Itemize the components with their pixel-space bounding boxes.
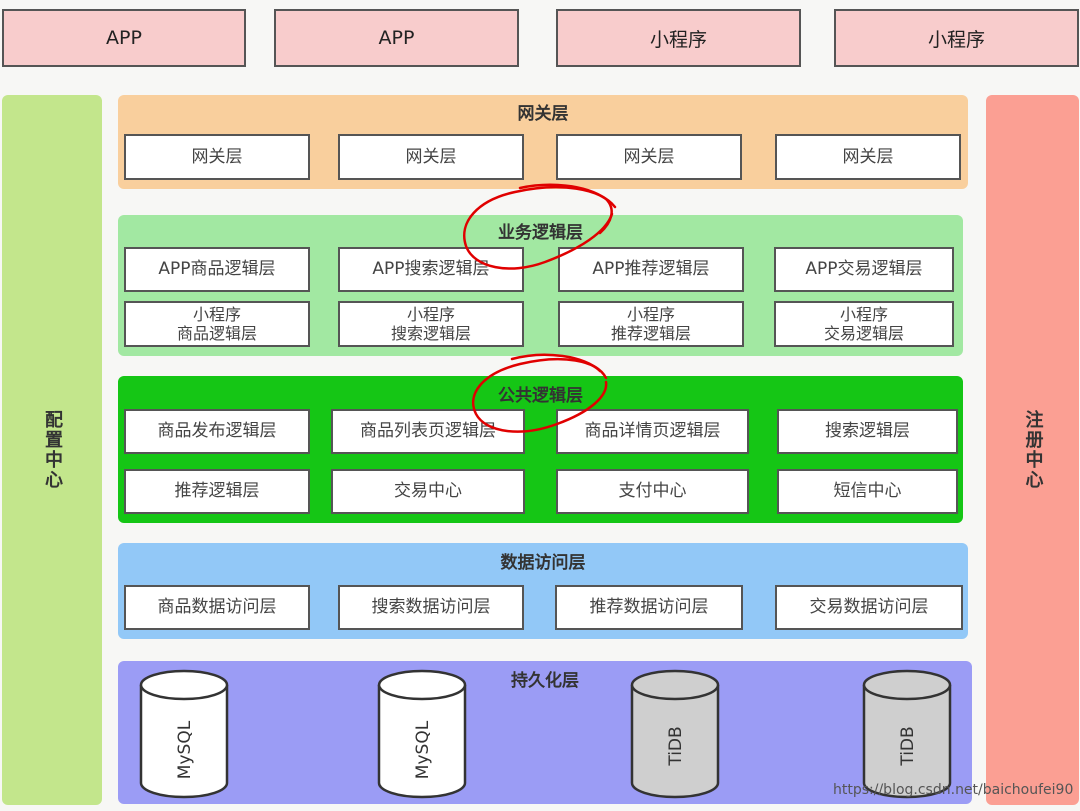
persistence-layer: 持久化层 — [118, 661, 972, 804]
database-cylinder: MySQL — [377, 669, 467, 799]
database-label: MySQL — [175, 720, 195, 779]
common-logic-box: 商品列表页逻辑层 — [331, 409, 525, 454]
data-access-box: 推荐数据访问层 — [555, 585, 743, 630]
common-logic-layer-title: 公共逻辑层 — [498, 386, 583, 406]
registry-center: 注册中心 — [986, 95, 1079, 805]
data-access-layer-title: 数据访问层 — [500, 553, 586, 573]
common-logic-box: 支付中心 — [556, 469, 749, 514]
common-logic-box: 商品详情页逻辑层 — [556, 409, 749, 454]
database-cylinder: MySQL — [139, 669, 229, 799]
data-access-box: 商品数据访问层 — [124, 585, 310, 630]
business-logic-box: 小程序 商品逻辑层 — [124, 301, 310, 347]
business-logic-box: 小程序 推荐逻辑层 — [558, 301, 744, 347]
gateway-box: 网关层 — [338, 134, 524, 180]
business-logic-box: APP商品逻辑层 — [124, 247, 310, 292]
business-logic-box: 小程序 交易逻辑层 — [774, 301, 954, 347]
registry-center-label: 注册中心 — [1022, 410, 1044, 490]
client-miniprogram-1: 小程序 — [556, 9, 801, 67]
persistence-layer-title: 持久化层 — [511, 671, 579, 691]
common-logic-box: 短信中心 — [777, 469, 958, 514]
database-cylinder: TiDB — [862, 669, 952, 799]
business-logic-box: APP搜索逻辑层 — [338, 247, 524, 292]
gateway-box: 网关层 — [775, 134, 961, 180]
database-label: TiDB — [898, 726, 918, 766]
business-logic-box: 小程序 搜索逻辑层 — [338, 301, 524, 347]
data-access-box: 交易数据访问层 — [775, 585, 963, 630]
gateway-layer-title: 网关层 — [517, 104, 569, 124]
common-logic-box: 商品发布逻辑层 — [124, 409, 310, 454]
gateway-box: 网关层 — [556, 134, 742, 180]
data-access-box: 搜索数据访问层 — [338, 585, 524, 630]
database-label: MySQL — [413, 720, 433, 779]
database-cylinder: TiDB — [630, 669, 720, 799]
watermark: https://blog.csdn.net/baichoufei90 — [833, 782, 1074, 798]
config-center: 配置中心 — [2, 95, 102, 805]
business-logic-layer-title: 业务逻辑层 — [498, 223, 583, 243]
common-logic-box: 交易中心 — [331, 469, 525, 514]
business-logic-box: APP交易逻辑层 — [774, 247, 954, 292]
config-center-label: 配置中心 — [42, 410, 63, 490]
business-logic-box: APP推荐逻辑层 — [558, 247, 744, 292]
client-app-2: APP — [274, 9, 519, 67]
client-miniprogram-2: 小程序 — [834, 9, 1079, 67]
common-logic-box: 搜索逻辑层 — [777, 409, 958, 454]
client-app-1: APP — [2, 9, 246, 67]
gateway-box: 网关层 — [124, 134, 310, 180]
database-label: TiDB — [666, 726, 686, 766]
common-logic-box: 推荐逻辑层 — [124, 469, 310, 514]
